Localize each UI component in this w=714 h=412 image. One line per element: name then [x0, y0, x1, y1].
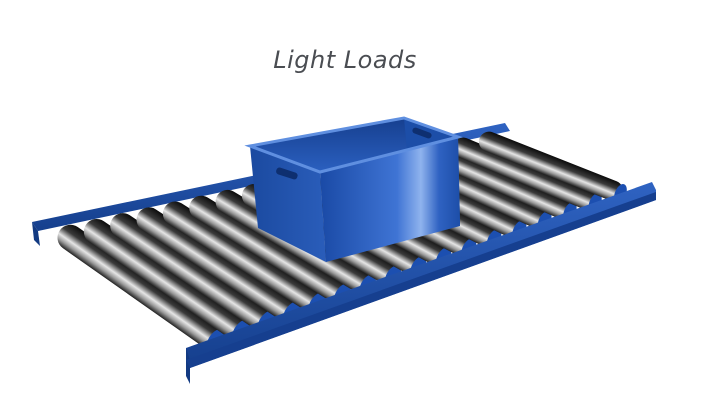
illustration-title: Light Loads	[273, 46, 417, 74]
front-frame-rail	[186, 182, 656, 384]
crate-handle-right	[412, 127, 432, 139]
crate-handle-left	[276, 167, 298, 180]
blue-crate	[244, 116, 464, 262]
